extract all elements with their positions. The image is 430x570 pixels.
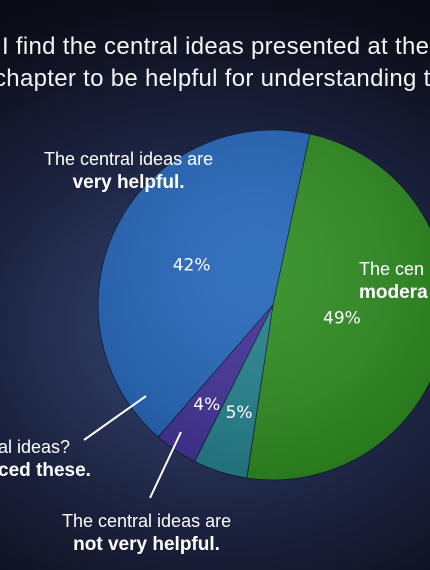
label-not-very-helpful: The central ideas are not very helpful. [62, 509, 231, 557]
pie-slice-1-percent-label: 42% [173, 255, 211, 275]
label-not-very-line1: The central ideas are [62, 511, 232, 531]
label-never-noticed: al ideas? ced these. [0, 435, 91, 483]
label-very-helpful: The central ideas are very helpful. [44, 147, 213, 195]
leader-line-not-very [149, 431, 182, 499]
pie-slice-2-percent-label: 49% [323, 309, 361, 329]
label-very-helpful-bold: very helpful. [72, 172, 185, 193]
label-very-helpful-line1: The central ideas are [44, 149, 214, 169]
pie-slice-4-percent-label: 4% [193, 395, 220, 415]
label-never-line1: al ideas? [0, 437, 71, 457]
pie-slice-3-percent-label: 5% [226, 403, 253, 423]
label-moderately-line1: The cen [359, 259, 425, 279]
title-line-2: chapter to be helpful for understanding … [0, 65, 430, 92]
label-moderately-helpful: The cen modera [359, 257, 428, 305]
title-line-1: I find the central ideas presented at th… [2, 33, 430, 60]
label-not-very-bold: not very helpful. [73, 534, 220, 555]
label-moderately-bold: modera [359, 282, 428, 303]
label-never-bold: ced these. [0, 460, 91, 481]
leader-line-never [83, 395, 147, 441]
